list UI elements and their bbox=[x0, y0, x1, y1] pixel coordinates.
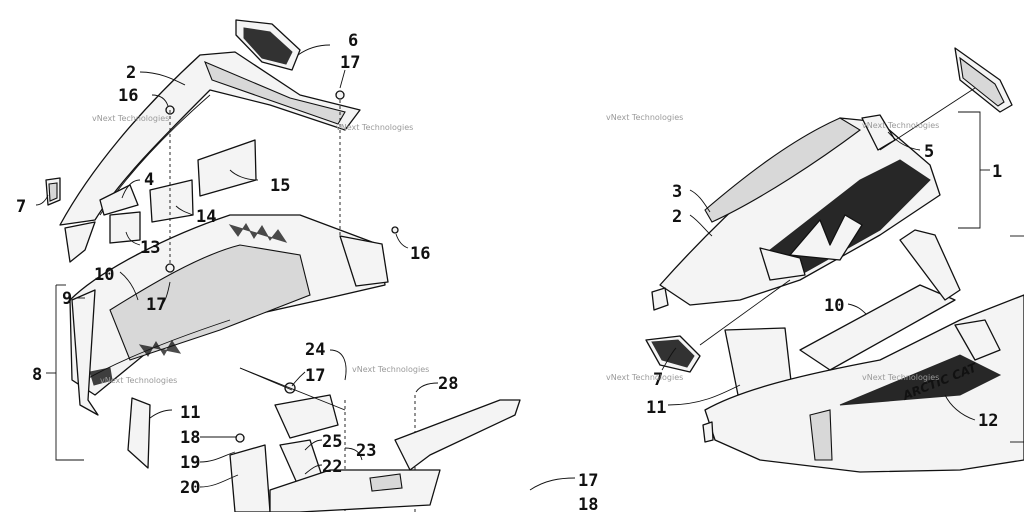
label-11b: 11 bbox=[646, 398, 666, 418]
leaders-right bbox=[661, 87, 1024, 443]
leaders-left bbox=[35, 44, 439, 488]
watermark: vNext Technologies bbox=[606, 113, 683, 122]
label-16b: 16 bbox=[410, 244, 430, 264]
hood-lower-right: ARCTIC CAT bbox=[702, 229, 1024, 473]
label-2b: 2 bbox=[672, 207, 682, 227]
label-10b: 10 bbox=[824, 296, 844, 316]
label-11: 11 bbox=[180, 403, 200, 423]
label-18b: 18 bbox=[578, 495, 598, 512]
watermark: vNext Technologies bbox=[92, 114, 169, 123]
hood-front-9 bbox=[71, 289, 113, 416]
watermark: vNext Technologies bbox=[352, 365, 429, 374]
vent-grille-6 bbox=[235, 19, 301, 71]
label-1: 1 bbox=[992, 162, 1002, 182]
label-24: 24 bbox=[305, 340, 325, 360]
label-23: 23 bbox=[356, 441, 376, 461]
label-7b: 7 bbox=[653, 370, 663, 390]
side-vent-7 bbox=[45, 177, 61, 206]
label-17: 17 bbox=[340, 53, 360, 73]
watermark: vNext Technologies bbox=[606, 373, 683, 382]
leader-17d bbox=[529, 477, 576, 491]
hood-assembly-upper bbox=[651, 114, 941, 311]
label-28: 28 bbox=[438, 374, 458, 394]
vent-grille-7-right bbox=[645, 335, 701, 373]
lower-brackets bbox=[229, 394, 521, 512]
label-20: 20 bbox=[180, 478, 200, 498]
decals-13-14-15 bbox=[99, 139, 257, 244]
label-18: 18 bbox=[180, 428, 200, 448]
hood-upper-panel bbox=[59, 51, 361, 263]
label-16: 16 bbox=[118, 86, 138, 106]
label-22: 22 bbox=[322, 457, 342, 477]
watermark: vNext Technologies bbox=[862, 373, 939, 382]
label-19: 19 bbox=[180, 453, 200, 473]
watermark: vNext Technologies bbox=[862, 121, 939, 130]
label-7: 7 bbox=[16, 197, 26, 217]
decal-11-left bbox=[127, 397, 151, 469]
label-17b: 17 bbox=[146, 295, 166, 315]
label-12: 12 bbox=[978, 411, 998, 431]
label-13: 13 bbox=[140, 238, 160, 258]
label-15: 15 bbox=[270, 176, 290, 196]
vent-5 bbox=[954, 47, 1013, 113]
label-2: 2 bbox=[126, 63, 136, 83]
label-14: 14 bbox=[196, 207, 216, 227]
label-6: 6 bbox=[348, 31, 358, 51]
label-17c: 17 bbox=[305, 366, 325, 386]
label-4: 4 bbox=[144, 170, 154, 190]
label-3: 3 bbox=[672, 182, 682, 202]
hood-lower-shell bbox=[69, 214, 389, 396]
label-17d: 17 bbox=[578, 471, 598, 491]
label-8: 8 bbox=[32, 365, 42, 385]
watermark: vNext Technologies bbox=[336, 123, 413, 132]
label-25: 25 bbox=[322, 432, 342, 452]
label-10: 10 bbox=[94, 265, 114, 285]
label-5: 5 bbox=[924, 142, 934, 162]
watermark: vNext Technologies bbox=[100, 376, 177, 385]
label-9: 9 bbox=[62, 289, 72, 309]
